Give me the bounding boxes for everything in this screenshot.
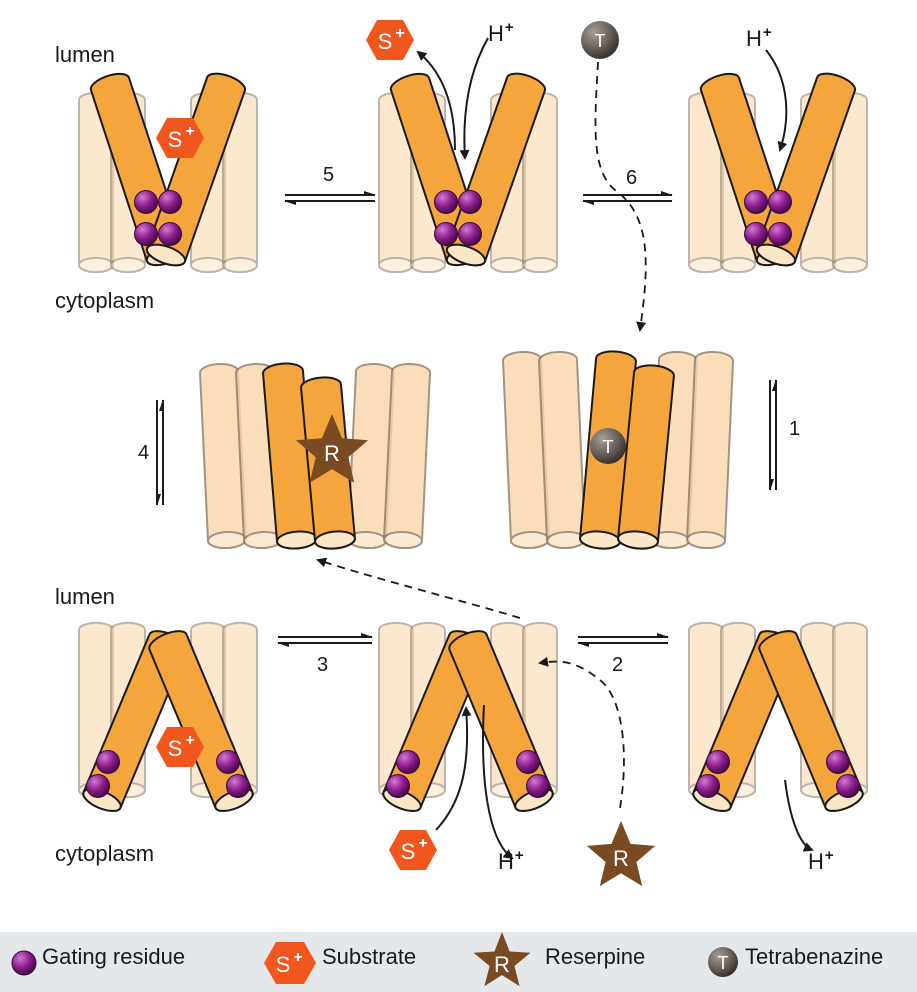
equilibrium-step-2 — [578, 637, 668, 643]
gating-top-0-c — [135, 223, 158, 246]
state-tetrabenazine-bound-side-helix-3-shell — [687, 351, 734, 549]
step-2-number: 2 — [612, 655, 623, 675]
gating-top-1-c — [435, 223, 458, 246]
state-tetrabenazine-bound-side-helix-1-shell — [539, 351, 586, 549]
state-lumen-open-substrate-back-helix-3-cap — [223, 258, 257, 272]
gating-bot-2-b — [697, 775, 720, 798]
gating-residue-legend-icon — [10, 949, 38, 977]
gating-top-1-b — [459, 191, 482, 214]
reserpine-legend-symbol: R — [494, 952, 510, 977]
state-reserpine-bound-side-helix-3-shell — [384, 363, 431, 549]
gating-bot-1-d — [527, 775, 550, 798]
state-lumen-open-release-back-helix-3-cap — [523, 258, 557, 272]
state-tetrabenazine-bound-side-helix-3 — [687, 351, 734, 549]
substrate-released-charge: + — [395, 25, 404, 42]
reserpine-free-symbol: R — [613, 846, 629, 871]
equilibrium-step-5 — [285, 195, 375, 201]
gating-top-1-a — [435, 191, 458, 214]
cytoplasm-label-bottom: cytoplasm — [55, 843, 154, 865]
state-lumen-open-release-back-helix-0-cap — [379, 258, 413, 272]
gating-top-2-b — [769, 191, 792, 214]
state-tetrabenazine-bound-side-helix-3-body — [687, 351, 734, 549]
gating-top-2-a — [745, 191, 768, 214]
lumen-label-top: lumen — [55, 44, 115, 66]
substrate-bound-lumen-open-symbol: S — [168, 127, 183, 152]
legend-tetrabenazine: Tetrabenazine — [745, 946, 883, 968]
substrate-entering-symbol: S — [401, 839, 416, 864]
gating-top-1-d — [459, 223, 482, 246]
state-lumen-open-substrate-back-helix-0-cap — [79, 258, 113, 272]
substrate-entering: S+ — [389, 830, 437, 870]
substrate-entering-charge: + — [418, 835, 427, 852]
step-4-number: 4 — [138, 443, 149, 463]
legend-bar: Gating residue S + Substrate R Reserpine… — [0, 932, 917, 992]
tetrabenazine-legend-symbol: T — [718, 953, 729, 973]
step-1-number: 1 — [789, 419, 800, 439]
state-lumen-open-proton-back-helix-3-cap — [833, 258, 867, 272]
reserpine-legend-icon: R — [470, 928, 534, 992]
gating-top-0-b — [159, 191, 182, 214]
state-lumen-open-substrate-back-helix-2-cap — [191, 258, 225, 272]
equilibrium-step-3 — [278, 637, 372, 643]
gating-top-0-a — [135, 191, 158, 214]
proton-label-4: H+ — [808, 848, 834, 873]
gating-bot-1-b — [387, 775, 410, 798]
tetrabenazine-bound-symbol: T — [603, 437, 614, 457]
state-lumen-open-substrate-back-helix-1-cap — [111, 258, 145, 272]
equilibrium-step-6 — [583, 195, 672, 201]
state-tetrabenazine-bound-side-helix-1-body — [539, 351, 586, 549]
state-lumen-open-proton-back-helix-0-cap — [689, 258, 723, 272]
gating-bot-2-c — [827, 751, 850, 774]
gating-bot-0-b — [87, 775, 110, 798]
proton-entry-arrow-right — [766, 50, 786, 150]
state-tetrabenazine-bound-side-helix-0-cap — [511, 531, 550, 549]
tetrabenazine-free: T — [581, 21, 619, 59]
reserpine-binding-path — [318, 560, 520, 618]
legend-gating-residue: Gating residue — [42, 946, 185, 968]
cytoplasm-label-top: cytoplasm — [55, 290, 154, 312]
gating-bot-1-c — [517, 751, 540, 774]
proton-label-1: H+ — [488, 20, 514, 45]
gating-bot-1-a — [397, 751, 420, 774]
step-5-number: 5 — [323, 165, 334, 185]
gating-top-2-d — [769, 223, 792, 246]
substrate-bound-cyto-open-symbol: S — [168, 736, 183, 761]
gating-bot-0-c — [217, 751, 240, 774]
gating-top-2-c — [745, 223, 768, 246]
tetrabenazine-free-symbol: T — [595, 31, 606, 51]
legend-reserpine: Reserpine — [545, 946, 645, 968]
reserpine-free: R — [587, 821, 655, 886]
step-6-number: 6 — [626, 168, 637, 188]
substrate-legend-icon: S + — [262, 940, 318, 986]
proton-label-3: H+ — [498, 848, 524, 873]
gating-bot-0-a — [97, 751, 120, 774]
proton-label-2: H+ — [746, 25, 772, 50]
gating-bot-2-a — [707, 751, 730, 774]
reserpine-bound-symbol: R — [324, 441, 340, 466]
substrate-bound-cyto-open-charge: + — [185, 732, 194, 749]
state-lumen-open-proton-back-helix-2-cap — [801, 258, 835, 272]
state-lumen-open-release-back-helix-1-cap — [411, 258, 445, 272]
substrate-released: S+ — [366, 20, 414, 60]
tetrabenazine-bound: T — [590, 428, 626, 464]
equilibrium-step-1 — [770, 380, 776, 490]
gating-bot-0-d — [227, 775, 250, 798]
substrate-legend-charge: + — [293, 949, 302, 966]
state-reserpine-bound-side-helix-3 — [384, 363, 431, 549]
state-lumen-open-proton-back-helix-1-cap — [721, 258, 755, 272]
state-lumen-open-release-back-helix-2-cap — [491, 258, 525, 272]
gating-top-0-d — [159, 223, 182, 246]
substrate-bound-lumen-open-charge: + — [185, 123, 194, 140]
substrate-legend-symbol: S — [276, 952, 291, 977]
equilibrium-step-4 — [157, 400, 163, 505]
step-3-number: 3 — [317, 655, 328, 675]
tetrabenazine-legend-icon: T — [706, 945, 740, 979]
state-reserpine-bound-side-helix-3-body — [384, 363, 431, 549]
legend-substrate: Substrate — [322, 946, 416, 968]
gating-bot-2-d — [837, 775, 860, 798]
lumen-label-bottom: lumen — [55, 586, 115, 608]
state-tetrabenazine-bound-side-helix-1 — [539, 351, 586, 549]
substrate-released-symbol: S — [378, 29, 393, 54]
state-tetrabenazine-bound-side-helix-3-cap — [687, 531, 726, 549]
